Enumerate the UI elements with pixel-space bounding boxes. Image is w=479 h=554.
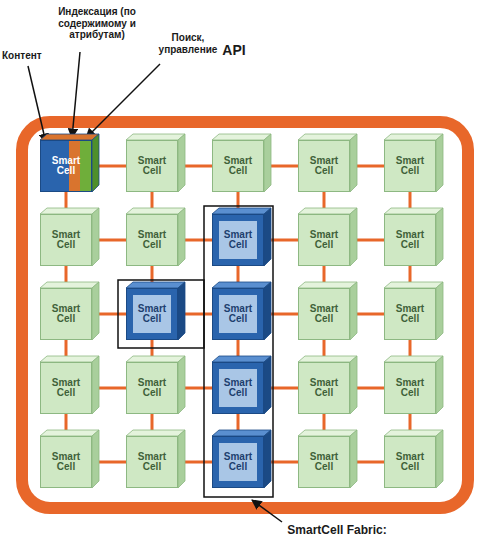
smart-cell: Smart Cell	[298, 140, 350, 192]
smart-cell: Smart Cell	[126, 214, 178, 266]
smart-cell: Smart Cell	[40, 214, 92, 266]
smart-cell: Smart Cell	[384, 288, 436, 340]
cell-label: Smart Cell	[134, 156, 170, 177]
leader-line	[28, 66, 46, 143]
cell-inner-face: Smart Cell	[219, 221, 257, 259]
cell-label: Smart Cell	[392, 304, 428, 325]
cell-label: Smart Cell	[134, 230, 170, 251]
cell-label: Smart Cell	[220, 452, 256, 473]
group-bracket	[118, 280, 204, 348]
smart-cell: Smart Cell	[126, 362, 178, 414]
cell-label: Smart Cell	[392, 452, 428, 473]
smart-cell: Smart Cell	[126, 288, 178, 340]
smart-cell: Smart Cell	[298, 436, 350, 488]
smart-cell: Smart Cell	[40, 140, 92, 192]
cell-label: Smart Cell	[392, 378, 428, 399]
smart-cell: Smart Cell	[212, 214, 264, 266]
cell-label: Smart Cell	[48, 230, 84, 251]
smart-cell: Smart Cell	[212, 362, 264, 414]
cell-label: Smart Cell	[220, 156, 256, 177]
leader-line	[252, 500, 282, 522]
cell-label: Smart Cell	[48, 378, 84, 399]
cell-label: Smart Cell	[134, 378, 170, 399]
smart-cell: Smart Cell	[384, 214, 436, 266]
cell-label: Smart Cell	[306, 378, 342, 399]
cell-label: Smart Cell	[392, 230, 428, 251]
cell-label: Smart Cell	[134, 452, 170, 473]
smart-cell: Smart Cell	[298, 362, 350, 414]
cell-label: Smart Cell	[48, 156, 84, 177]
cell-label: Smart Cell	[392, 156, 428, 177]
cell-label: Smart Cell	[220, 378, 256, 399]
smart-cell: Smart Cell	[126, 140, 178, 192]
cell-label: Smart Cell	[220, 230, 256, 251]
cell-label: Smart Cell	[134, 304, 170, 325]
cell-label: Smart Cell	[306, 452, 342, 473]
smart-cell: Smart Cell	[384, 436, 436, 488]
smart-cell: Smart Cell	[40, 436, 92, 488]
smart-cell: Smart Cell	[298, 214, 350, 266]
smart-cell: Smart Cell	[126, 436, 178, 488]
leader-line	[86, 64, 160, 138]
smart-cell: Smart Cell	[40, 362, 92, 414]
cell-inner-face: Smart Cell	[219, 369, 257, 407]
cell-label: Smart Cell	[306, 230, 342, 251]
annotation-label: Индексация (по содержимому и атрибутам)	[38, 6, 156, 41]
annotation-label: API	[214, 42, 254, 58]
cell-inner-face: Smart Cell	[219, 295, 257, 333]
callout-label: SmartCell Fabric:	[262, 524, 412, 538]
smart-cell: Smart Cell	[384, 362, 436, 414]
cell-label: Smart Cell	[306, 156, 342, 177]
smart-cell: Smart Cell	[298, 288, 350, 340]
smart-cell: Smart Cell	[384, 140, 436, 192]
smart-cell: Smart Cell	[212, 436, 264, 488]
cell-inner-face: Smart Cell	[133, 295, 171, 333]
cell-label: Smart Cell	[48, 452, 84, 473]
annotation-label: Поиск, управление	[148, 32, 228, 55]
smart-cell: Smart Cell	[40, 288, 92, 340]
fabric-frame	[22, 122, 468, 508]
cell-label: Smart Cell	[220, 304, 256, 325]
group-bracket	[204, 206, 273, 497]
smart-cell: Smart Cell	[212, 140, 264, 192]
cell-inner-face: Smart Cell	[219, 443, 257, 481]
cell-label: Smart Cell	[48, 304, 84, 325]
annotation-label: Контент	[2, 50, 62, 62]
smart-cell: Smart Cell	[212, 288, 264, 340]
leader-line	[72, 52, 80, 138]
cell-label: Smart Cell	[306, 304, 342, 325]
